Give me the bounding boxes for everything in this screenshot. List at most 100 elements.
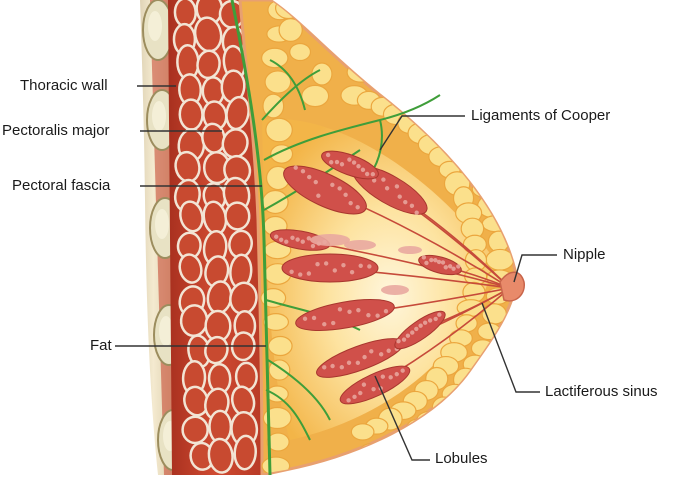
fat-lobule: [278, 18, 303, 42]
acinus: [316, 193, 321, 198]
acinus: [290, 235, 295, 240]
acinus: [349, 269, 355, 275]
label-ligaments-of-cooper: Ligaments of Cooper: [471, 107, 611, 124]
nipple-shape: [499, 271, 525, 302]
acinus: [306, 271, 312, 276]
acinus: [380, 374, 386, 379]
acinus: [356, 164, 361, 169]
acinus: [307, 174, 312, 180]
acinus: [355, 360, 361, 366]
acinus: [400, 368, 405, 373]
fat-lobule: [261, 47, 289, 69]
acinus: [322, 322, 327, 327]
leader-line: [513, 254, 557, 283]
acinus: [381, 177, 386, 182]
fat-lobule: [357, 443, 383, 467]
cooper-ligament: [261, 69, 321, 121]
acinus: [306, 236, 312, 241]
fat-lobule: [381, 76, 405, 94]
acinus: [347, 157, 352, 162]
acinus: [405, 333, 411, 338]
fat-lobule: [441, 383, 469, 405]
minor-lobule: [381, 285, 409, 295]
acinus: [367, 264, 372, 269]
acinus: [409, 203, 415, 208]
acinus: [313, 179, 318, 185]
fat-lobule: [459, 145, 481, 168]
acinus: [371, 386, 376, 392]
lobule-body: [339, 365, 411, 405]
fat-lobule: [350, 423, 375, 441]
fat-lobule: [261, 189, 289, 215]
pectoral-fascia: [230, 0, 441, 476]
acinus: [375, 313, 380, 318]
acinus: [334, 159, 340, 165]
fat-lobule: [274, 0, 302, 20]
acinus: [401, 337, 407, 342]
acinus: [343, 192, 348, 197]
rib-highlight: [159, 316, 173, 346]
acinus: [337, 307, 343, 312]
lobule-body: [321, 150, 379, 180]
label-fat: Fat: [90, 337, 112, 354]
muscle-fiber: [179, 304, 209, 338]
lobule: [281, 253, 379, 283]
acinus: [352, 394, 357, 400]
acinus: [356, 307, 361, 313]
acinus: [369, 349, 374, 354]
leader-line: [374, 375, 430, 461]
fat-lobule: [375, 437, 398, 459]
rib-highlight: [155, 209, 169, 239]
muscle-fiber: [178, 253, 203, 284]
acinus: [384, 186, 390, 191]
acinus: [274, 234, 279, 239]
cooper-ligament: [269, 59, 306, 111]
acinus: [347, 309, 352, 314]
acinus: [346, 360, 352, 365]
fat-lobule: [346, 61, 376, 83]
acinus: [456, 264, 461, 269]
acinus: [436, 259, 442, 265]
acinus: [427, 318, 433, 323]
acinus: [370, 171, 376, 177]
lobule-body: [281, 253, 379, 283]
acinus: [315, 262, 320, 267]
leader-line: [379, 115, 465, 151]
fat-lobule: [265, 117, 293, 143]
acinus: [302, 316, 308, 321]
lobule-body: [283, 165, 367, 215]
cooper-ligament: [267, 359, 331, 421]
acinus: [418, 323, 423, 328]
fat-lobule: [416, 410, 445, 429]
cooper-ligament: [265, 389, 311, 441]
acinus: [348, 200, 353, 206]
fat-lobule: [481, 215, 511, 233]
fat-lobule: [311, 62, 333, 86]
muscle-fiber: [233, 434, 257, 471]
acinus: [339, 365, 345, 370]
label-pectoralis-major: Pectoralis major: [2, 122, 110, 139]
lobule: [316, 338, 404, 378]
acinus: [383, 309, 389, 314]
acinus: [433, 258, 438, 263]
muscle-fiber: [181, 415, 209, 445]
muscle-fiber: [207, 437, 234, 474]
fat-lobule: [266, 432, 290, 452]
acinus: [360, 167, 366, 172]
acinus: [358, 263, 363, 268]
fat-lobule: [264, 70, 292, 94]
acinus: [437, 312, 442, 317]
acinus: [378, 352, 384, 357]
acinus: [346, 398, 351, 403]
muscle-fiber: [196, 49, 221, 80]
acinus: [371, 178, 377, 183]
acinus: [396, 338, 401, 344]
lobule: [321, 150, 379, 180]
pectoralis-major-muscle: [168, 0, 262, 475]
acinus: [278, 237, 284, 242]
label-thoracic-wall: Thoracic wall: [20, 77, 108, 94]
glandular-tissue: [269, 150, 511, 405]
acinus: [289, 269, 294, 274]
muscle-fiber: [178, 98, 204, 131]
